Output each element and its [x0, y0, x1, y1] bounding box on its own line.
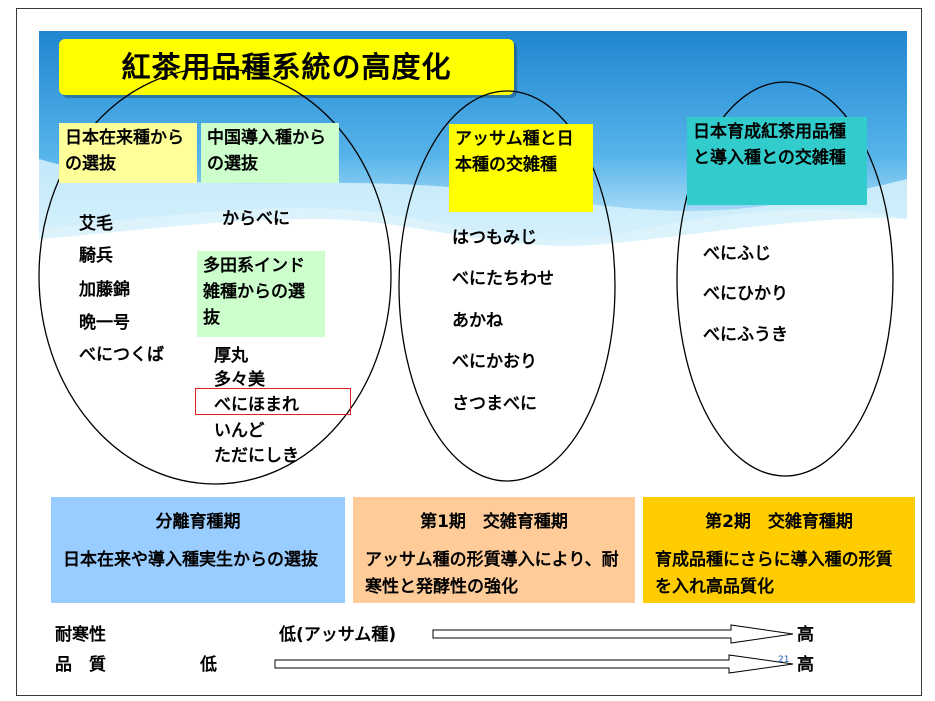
- hybrid-item-highlighted: べにほまれ: [214, 395, 299, 415]
- cold-arrow: [432, 624, 794, 644]
- hybrid-item: 厚丸: [214, 346, 248, 366]
- header-china-text: 中国導入種からの選抜: [207, 128, 326, 174]
- header-japanese-bred: 日本育成紅茶用品種と導入種との交雑種: [687, 117, 867, 205]
- assam-item: あかね: [452, 311, 503, 331]
- native-item: 加藤錦: [79, 280, 130, 300]
- native-item: 艾毛: [79, 214, 113, 234]
- slide: 紅茶用品種系統の高度化 日本在来種からの選抜 中国導入種からの選抜 艾毛 騎兵 …: [16, 8, 922, 696]
- ellipse-group1: [38, 67, 392, 485]
- bred-item: べにひかり: [703, 284, 788, 304]
- quality-arrow: [274, 654, 794, 674]
- cold-high-label: 高: [797, 625, 814, 645]
- native-item: べにつくば: [79, 345, 164, 365]
- native-item: 晩一号: [79, 313, 130, 333]
- period-separation: 分離育種期 日本在来や導入種実生からの選抜: [51, 497, 345, 603]
- quality-high-label: 高: [797, 655, 814, 675]
- ellipse-group2: [398, 90, 616, 482]
- ellipse-group3: [676, 81, 894, 477]
- period-title: 第1期 交雑育種期: [420, 512, 568, 532]
- assam-item: はつもみじ: [452, 228, 537, 248]
- header-assam-text: アッサム種と日本種の交雑種: [455, 129, 574, 175]
- hybrid-item: 多々美: [214, 370, 265, 390]
- header-native-selection: 日本在来種からの選抜: [59, 123, 197, 183]
- header-japanese-text: 日本育成紅茶用品種と導入種との交雑種: [693, 122, 846, 168]
- period-title: 第2期 交雑育種期: [705, 512, 853, 532]
- period-title: 分離育種期: [155, 512, 241, 532]
- group-ellipses: [38, 67, 894, 485]
- period-desc: 日本在来や導入種実生からの選抜: [63, 550, 318, 570]
- period-desc: 育成品種にさらに導入種の形質を入れ高品質化: [655, 550, 893, 597]
- cold-low-label: 低(アッサム種): [279, 625, 397, 645]
- header-hybrid-text: 多田系インド雑種からの選抜: [203, 256, 305, 328]
- bred-item: べにふじ: [703, 244, 771, 264]
- period-desc: アッサム種の形質導入により、耐寒性と発酵性の強化: [365, 550, 619, 597]
- hybrid-item: いんど: [214, 421, 265, 441]
- period-phase2: 第2期 交雑育種期 育成品種にさらに導入種の形質を入れ高品質化: [643, 497, 915, 603]
- assam-item: べにかおり: [452, 352, 537, 372]
- quality-low-label: 低: [200, 655, 217, 675]
- highlight-box: [195, 388, 351, 415]
- cold-resistance-label: 耐寒性: [55, 625, 106, 645]
- bred-item: べにふうき: [703, 325, 788, 345]
- assam-item: べにたちわせ: [452, 269, 554, 289]
- period-phase1: 第1期 交雑育種期 アッサム種の形質導入により、耐寒性と発酵性の強化: [353, 497, 635, 603]
- native-item: 騎兵: [79, 246, 113, 266]
- quality-label: 品 質: [55, 655, 106, 675]
- header-hybrid-selection: 多田系インド雑種からの選抜: [197, 251, 325, 337]
- slide-number: 21: [778, 655, 790, 665]
- china-item: からべに: [222, 209, 290, 229]
- header-assam-hybrid: アッサム種と日本種の交雑種: [449, 124, 593, 212]
- assam-item: さつまべに: [452, 394, 537, 414]
- header-china-selection: 中国導入種からの選抜: [201, 123, 339, 183]
- hybrid-item: ただにしき: [214, 446, 299, 466]
- header-native-text: 日本在来種からの選抜: [65, 128, 184, 174]
